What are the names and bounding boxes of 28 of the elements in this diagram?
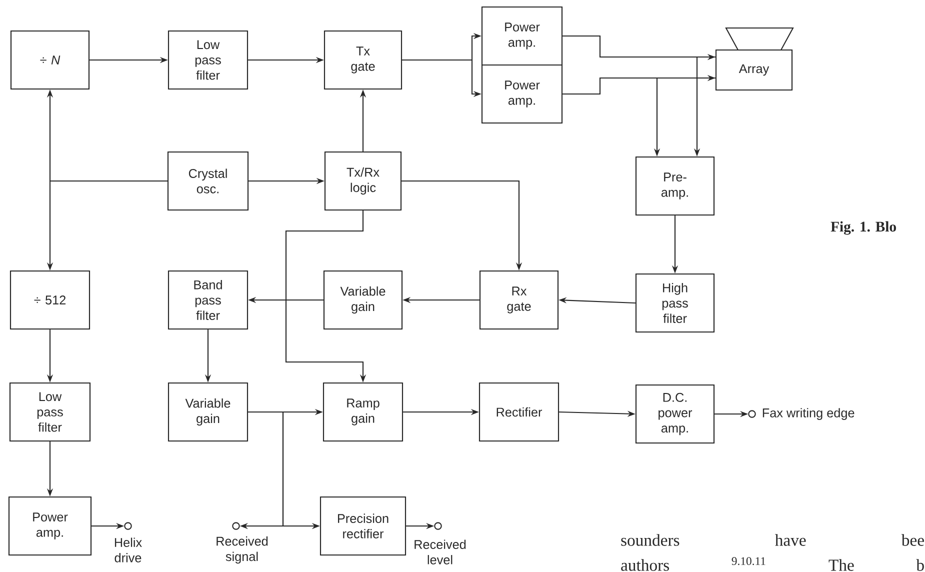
block-box: Low pass filter (168, 30, 248, 90)
block-box: Crystal osc. (167, 151, 249, 211)
terminal-label: Received signal (216, 536, 268, 564)
block-box: Precision rectifier (320, 496, 406, 556)
terminal-label: Fax writing edge (762, 408, 854, 420)
terminal-label: Helix drive (114, 538, 142, 562)
body-text: authors $^{9.10.11}$ The b (621, 557, 924, 571)
block-box: Power amp. (481, 64, 563, 124)
block-box: Variable gain (168, 382, 248, 442)
block-box: High pass filter (635, 273, 715, 333)
block-box: ÷ N (10, 30, 90, 90)
block-box: Ramp gain (322, 382, 404, 442)
body-text: sounders have bee (621, 534, 924, 546)
block-box: Low pass filter (9, 382, 91, 442)
block-box: Array (715, 49, 793, 91)
block-box: Tx/Rx logic (324, 151, 402, 211)
block-box: ÷ 512 (10, 270, 90, 330)
block-box: Band pass filter (168, 270, 248, 330)
block-box: Power amp. (8, 496, 92, 556)
terminal-label: Received level (414, 540, 466, 564)
block-box: Rx gate (479, 270, 559, 330)
block-box: Tx gate (324, 30, 402, 90)
figure-caption: Fig. 1. Blo (830, 221, 896, 235)
block-box: Variable gain (323, 270, 403, 330)
block-box: Rectifier (478, 382, 560, 442)
block-box: Power amp. (481, 6, 563, 66)
block-box: D.C. power amp. (635, 384, 715, 444)
block-box: Pre- amp. (635, 156, 715, 216)
